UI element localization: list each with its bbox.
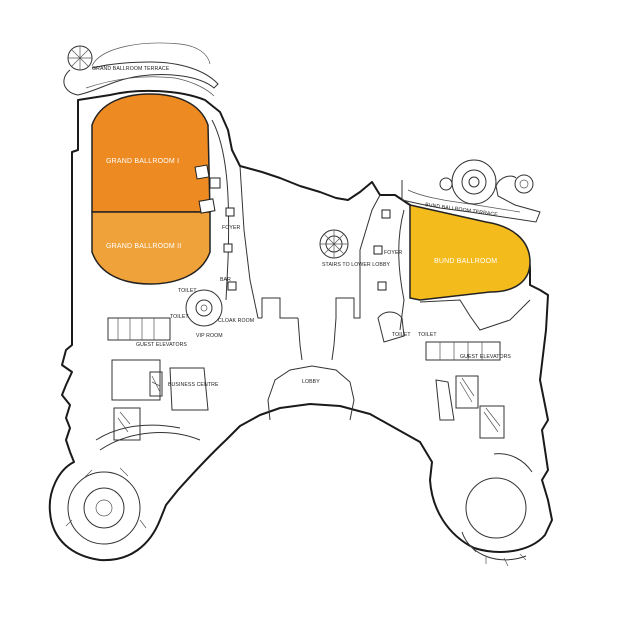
- bar-label: BAR: [220, 277, 231, 283]
- vip-room-label: VIP ROOM: [196, 333, 223, 339]
- grand-ballroom-2-area[interactable]: [91, 211, 211, 285]
- grand-ballroom-2-label: GRAND BALLROOM II: [106, 243, 181, 250]
- toilet-left-1-label: TOILET: [178, 288, 197, 294]
- building-outline: [48, 89, 553, 562]
- grand-ballroom-terrace: GRAND BALLROOM TERRACE: [63, 42, 219, 97]
- business-centre-label: BUSINESS CENTRE: [168, 382, 219, 388]
- foyer-right-label: FOYER: [384, 250, 403, 256]
- grand-ballroom-1-label: GRAND BALLROOM I: [106, 158, 179, 165]
- right-wing-interior: FOYER TOILET TOILET GUEST ELEVATORS: [373, 209, 533, 567]
- bund-ballroom-label: BUND BALLROOM: [434, 258, 497, 265]
- grand-ballroom-terrace-label: GRAND BALLROOM TERRACE: [92, 66, 170, 72]
- grand-ballroom: GRAND BALLROOM I GRAND BALLROOM II: [91, 93, 221, 285]
- lobby-label: LOBBY: [302, 379, 320, 385]
- guest-elevators-right-label: GUEST ELEVATORS: [460, 354, 511, 360]
- bund-ballroom: BUND BALLROOM: [409, 204, 531, 301]
- toilet-left-2-label: TOILET: [170, 314, 189, 320]
- foyer-left-label: FOYER: [222, 225, 241, 231]
- stairs-label: STAIRS TO LOWER LOBBY: [322, 262, 391, 268]
- left-wing-interior: FOYER BAR TOILET TOILET CLOAK ROOM VIP R…: [65, 119, 254, 545]
- toilet-right-1-label: TOILET: [392, 332, 411, 338]
- guest-elevators-left-label: GUEST ELEVATORS: [136, 342, 187, 348]
- grand-ballroom-1-area[interactable]: [91, 93, 211, 213]
- cloak-room-label: CLOAK ROOM: [218, 318, 254, 324]
- bund-ballroom-area[interactable]: [409, 204, 531, 301]
- lobby-area: STAIRS TO LOWER LOBBY LOBBY: [302, 229, 391, 385]
- toilet-right-2-label: TOILET: [418, 332, 437, 338]
